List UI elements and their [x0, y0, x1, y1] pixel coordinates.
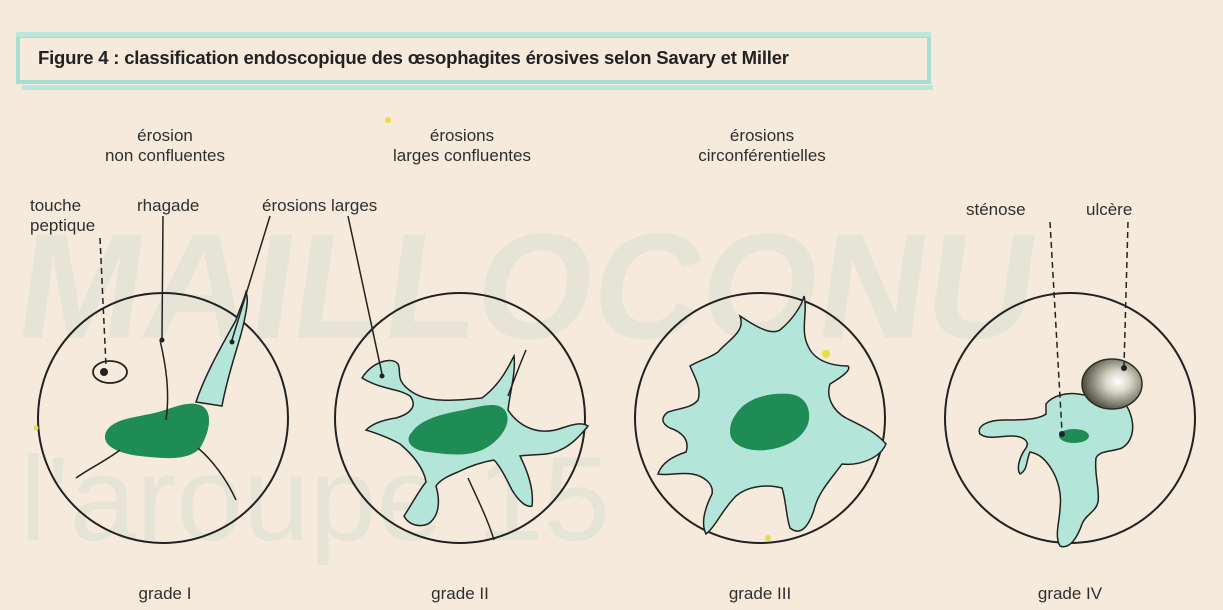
- leader-rhagade: [162, 216, 163, 338]
- leader-rhagade-dot: [160, 338, 165, 343]
- ulcere-shape: [1082, 359, 1142, 409]
- grade-1-diagram: [38, 216, 288, 543]
- leader-stenose-dot: [1059, 431, 1065, 437]
- leader-erosions-g1: [232, 216, 270, 340]
- grade-1-rhagade-line-3: [198, 448, 236, 500]
- leader-erosions-g1-dot: [230, 340, 235, 345]
- touche-peptique-dot: [100, 368, 108, 376]
- leader-erosions-g2-dot: [380, 374, 385, 379]
- grade-3-diagram: [635, 293, 886, 543]
- grade-1-center-blob: [105, 404, 209, 458]
- grade-2-rhagade-line-2: [468, 478, 494, 540]
- grade-2-diagram: [335, 216, 588, 543]
- leader-ulcere: [1124, 222, 1128, 366]
- leader-touche: [100, 238, 106, 366]
- grade-1-rhagade-line-2: [76, 450, 120, 478]
- grade-1-erosion: [196, 292, 247, 406]
- grade-1-rhagade-line: [160, 340, 168, 420]
- leader-ulcere-dot: [1121, 365, 1127, 371]
- grade-4-diagram: [945, 222, 1195, 547]
- touche-peptique-ring: [93, 361, 127, 383]
- leader-erosions-g2: [348, 216, 382, 374]
